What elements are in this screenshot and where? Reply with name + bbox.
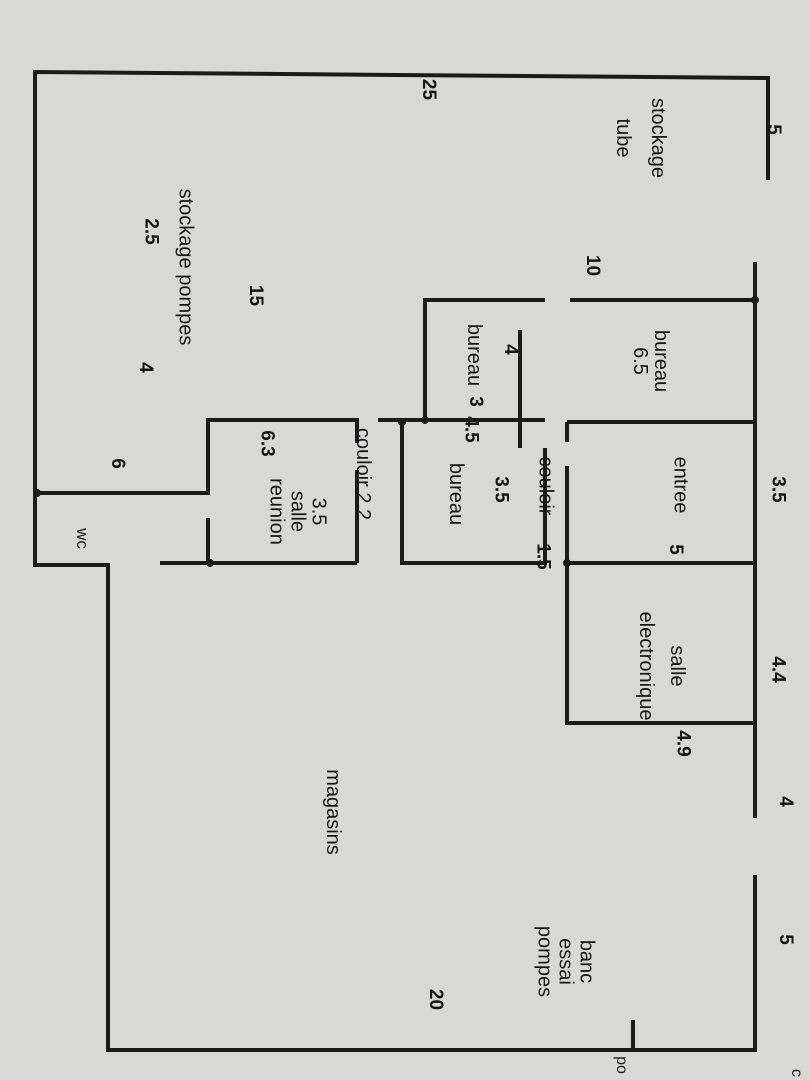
dimension-6: 6 — [106, 458, 128, 469]
room-couloir-1: couloir — [534, 456, 557, 516]
dimension-5: 5 — [664, 544, 686, 555]
dimension-15: 15 — [245, 284, 267, 307]
dimension-4-9: 4.9 — [672, 730, 694, 757]
wall-junction — [398, 418, 406, 426]
room-banc-essai-pompes-line1: banc — [575, 939, 598, 984]
room-banc-essai-pompes-line2: essai — [554, 938, 577, 985]
room-salle-reunion-line2: salle — [286, 490, 309, 533]
room-stockage-tube-line1: stockage — [647, 97, 669, 179]
dimension-top-5b: 5 — [774, 934, 796, 945]
edge-text-po: po — [612, 1056, 630, 1074]
room-salle-reunion-line1: 3.5 — [307, 497, 330, 526]
dimension-1-5: 1.5 — [532, 543, 554, 570]
wall-bureau-center — [400, 420, 547, 565]
dimension-top-4b: 4 — [774, 796, 796, 807]
dimension-4-5: 4.5 — [460, 416, 482, 443]
dimension-20: 20 — [425, 988, 447, 1011]
wall-junction — [206, 559, 214, 567]
room-bureau-6-5: bureau 6.5 — [629, 321, 672, 401]
dimension-top-3-5: 3.5 — [767, 476, 789, 503]
room-bureau-6-5-line2: 6.5 — [629, 347, 651, 375]
dimension-10: 10 — [582, 254, 604, 277]
wall-junction — [33, 489, 41, 497]
room-magasins: magasins — [321, 769, 344, 855]
room-stockage-pompes: stockage pompes — [174, 188, 197, 346]
dimension-6-3: 6.3 — [256, 430, 278, 457]
room-banc-essai-pompes: banc essai pompes — [533, 897, 598, 1027]
room-stockage-tube-line2: tube — [612, 118, 634, 158]
dimension-left-25: 25 — [418, 78, 440, 101]
dimension-top-2-5: 2.5 — [140, 218, 162, 245]
room-couloir-2: couloir 2.2 — [352, 427, 375, 521]
room-salle-electronique-line1: salle — [666, 645, 688, 687]
room-bureau-small: bureau — [463, 323, 486, 387]
edge-text-c: c — [788, 1069, 805, 1077]
wall-junction — [421, 416, 429, 424]
dimension-top-4-4: 4.4 — [767, 656, 789, 683]
room-bureau-center: bureau — [445, 462, 468, 526]
wall-junction — [563, 559, 571, 567]
outer-wall — [33, 69, 770, 1052]
room-salle-reunion-line3: reunion — [265, 478, 288, 545]
wall-wc — [35, 418, 359, 495]
dimension-3: 3 — [464, 396, 486, 407]
wall-bureau-small — [423, 298, 545, 420]
dimension-top-4a: 4 — [134, 362, 156, 373]
dimension-top-5: 5 — [762, 124, 784, 135]
room-bureau-6-5-line1: bureau — [650, 329, 672, 393]
dimension-3-5b: 3.5 — [490, 476, 512, 503]
room-banc-essai-pompes-line3: pompes — [533, 925, 556, 998]
room-wc: wc — [72, 528, 92, 549]
room-salle-electronique: salle electronique — [635, 601, 688, 731]
dimension-4: 4 — [499, 344, 521, 355]
room-salle-electronique-line2: electronique — [635, 611, 657, 721]
room-entree: entree — [669, 456, 692, 514]
room-salle-reunion: 3.5 salle reunion — [265, 457, 330, 567]
wall-junction — [751, 296, 759, 304]
room-stockage-tube: stockage tube — [612, 83, 669, 193]
